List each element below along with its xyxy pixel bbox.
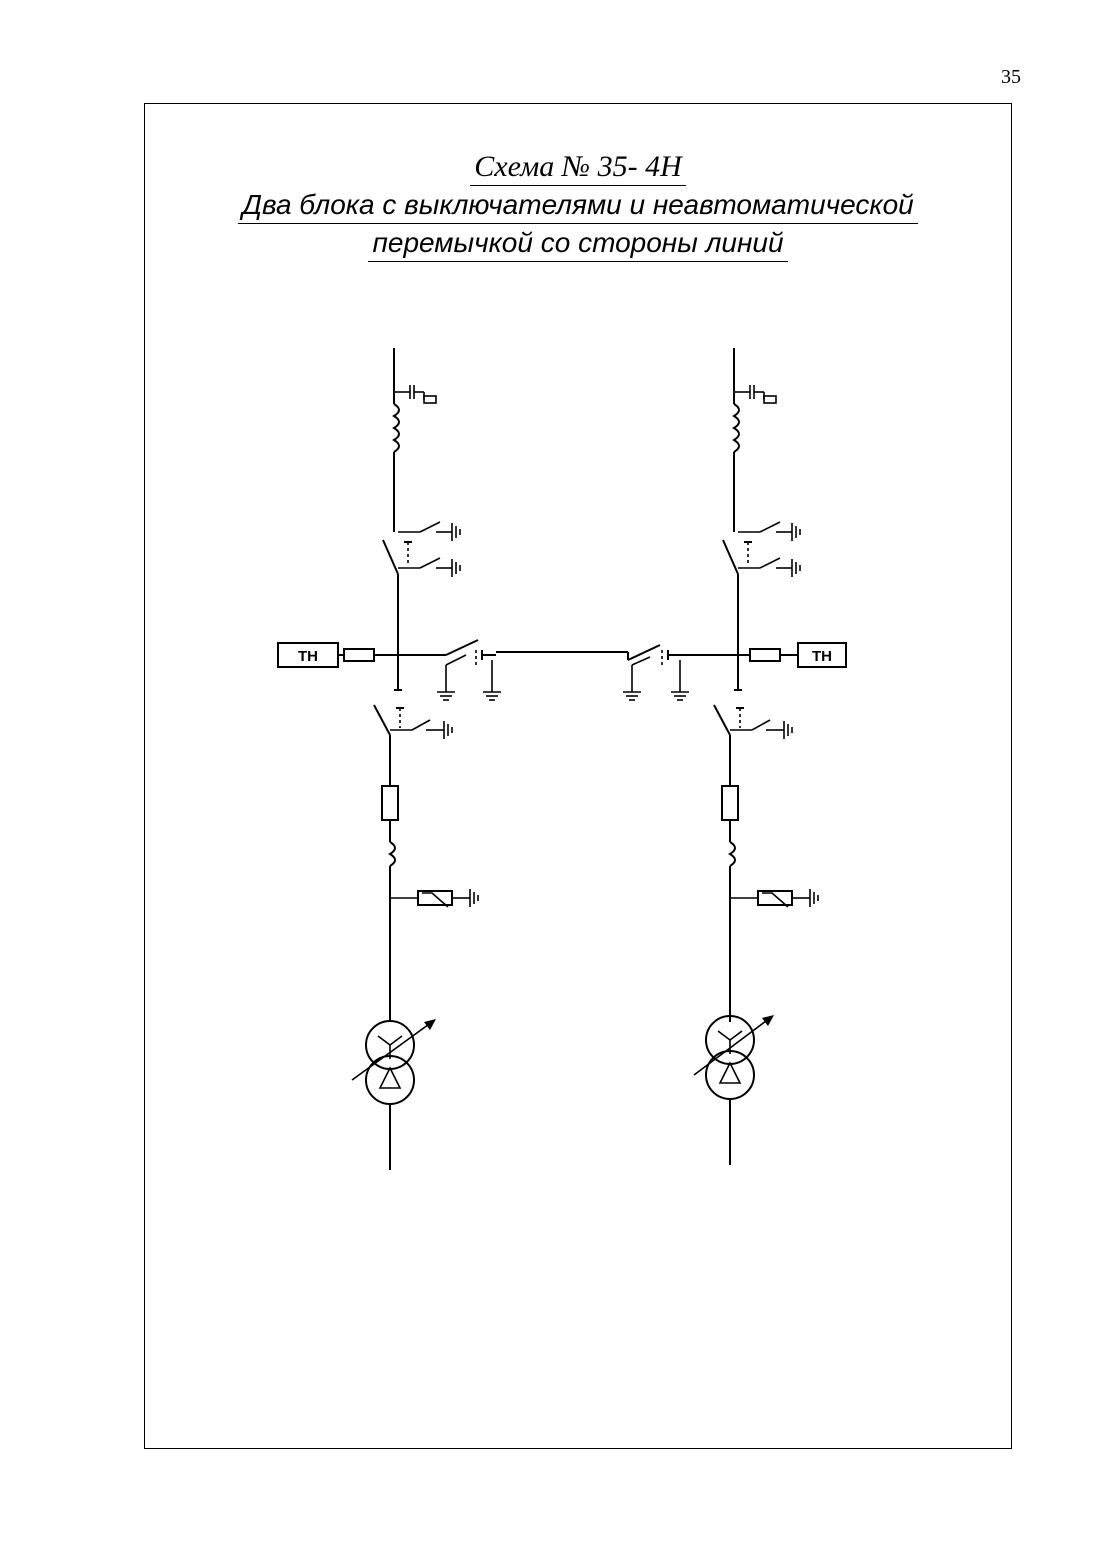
right-earthing-switch-lower-icon bbox=[738, 557, 801, 578]
right-power-transformer-icon bbox=[693, 1015, 774, 1100]
right-surge-arrester-icon bbox=[730, 888, 819, 908]
right-voltage-transformer-branch: ТН bbox=[738, 642, 847, 668]
left-jumper-disconnector-icon bbox=[398, 639, 502, 701]
scheme-subtitle-line-1: Два блока с выключателями и неавтоматиче… bbox=[238, 189, 918, 224]
scheme-subtitle-line-2: перемычкой со стороны линий bbox=[368, 227, 788, 262]
left-earthing-switch-upper-icon bbox=[398, 521, 461, 542]
left-block: ТН bbox=[277, 348, 502, 1170]
left-earthing-switch-lower-icon bbox=[398, 557, 461, 578]
title-block: Схема № 35- 4Н Два блока с выключателями… bbox=[144, 150, 1012, 262]
left-line-disconnector-icon bbox=[382, 539, 412, 600]
right-current-transformer-icon bbox=[728, 841, 736, 867]
right-jumper-disconnector-icon bbox=[622, 644, 738, 701]
right-coupling-capacitor-icon bbox=[734, 385, 777, 404]
right-vt-fuse-icon bbox=[749, 648, 781, 662]
left-transformer-disconnector-icon bbox=[373, 704, 453, 786]
left-voltage-transformer-branch: ТН bbox=[277, 642, 398, 668]
right-earthing-switch-upper-icon bbox=[738, 521, 801, 542]
left-circuit-breaker-icon bbox=[381, 785, 399, 821]
right-hf-choke-icon bbox=[732, 403, 740, 453]
page-number: 35 bbox=[1001, 66, 1021, 88]
left-vt-fuse-icon bbox=[343, 648, 375, 662]
left-coupling-capacitor-icon bbox=[394, 385, 437, 404]
left-vt-label: ТН bbox=[298, 648, 318, 665]
right-vt-label: ТН bbox=[812, 648, 832, 665]
right-line-disconnector-icon bbox=[722, 539, 752, 600]
right-transformer-disconnector-icon bbox=[713, 704, 793, 786]
left-current-transformer-icon bbox=[388, 841, 396, 867]
left-power-transformer-icon bbox=[351, 1019, 436, 1105]
right-circuit-breaker-icon bbox=[721, 785, 739, 821]
left-hf-choke-icon bbox=[392, 403, 400, 453]
scheme-title: Схема № 35- 4Н bbox=[470, 150, 686, 186]
drawing-frame bbox=[144, 103, 1012, 1449]
left-surge-arrester-icon bbox=[390, 888, 479, 908]
right-block: ТН bbox=[622, 348, 847, 1165]
